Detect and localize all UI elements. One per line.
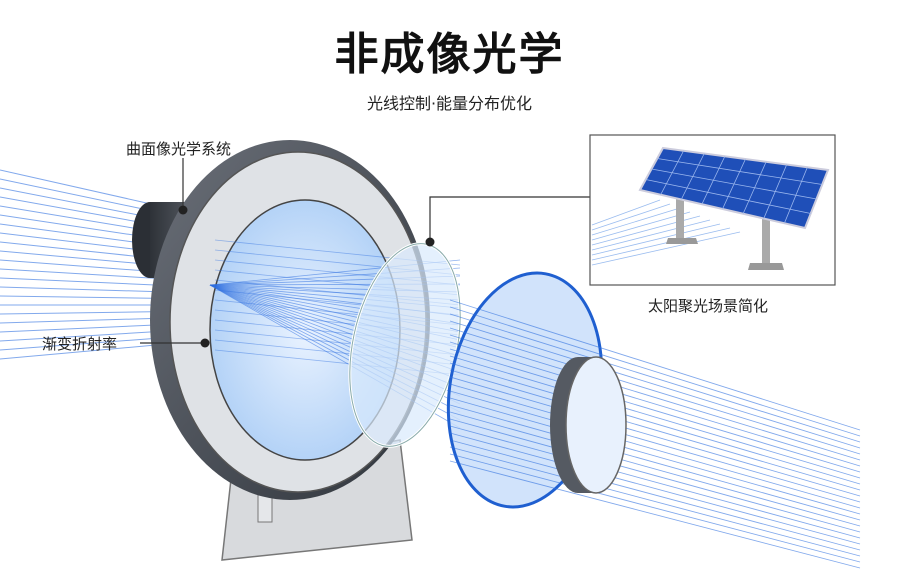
light-ray <box>449 327 861 455</box>
callout-dot <box>200 338 210 348</box>
output-cylinder <box>550 356 627 494</box>
light-ray <box>591 199 661 226</box>
light-ray <box>449 355 861 479</box>
light-ray <box>449 306 861 437</box>
light-ray <box>591 231 741 266</box>
page-title: 非成像光学 <box>334 29 565 80</box>
light-ray <box>449 453 861 563</box>
light-ray <box>449 376 861 497</box>
light-ray <box>449 383 861 503</box>
callout-dot <box>425 237 435 247</box>
label-solar-inset: 太阳聚光场景简化 <box>648 297 769 315</box>
light-ray <box>645 179 811 214</box>
light-ray <box>591 219 711 251</box>
light-ray <box>449 348 861 473</box>
light-ray <box>449 439 861 551</box>
light-ray <box>449 299 861 431</box>
light-ray <box>449 362 861 485</box>
light-ray <box>651 168 817 200</box>
label-curved-system: 曲面像光学系统 <box>126 140 232 158</box>
light-ray <box>449 418 861 533</box>
light-ray <box>591 223 721 256</box>
light-ray <box>449 334 861 461</box>
solar-panel <box>638 146 830 230</box>
light-ray <box>657 158 823 185</box>
light-ray <box>591 203 671 231</box>
light-ray <box>591 207 681 236</box>
light-ray <box>449 425 861 539</box>
light-ray <box>591 211 691 241</box>
light-ray <box>449 390 861 509</box>
page-subtitle: 光线控制·能量分布优化 <box>366 94 533 113</box>
leader-lines <box>140 158 590 344</box>
light-ray <box>449 320 861 449</box>
light-ray <box>449 397 861 515</box>
light-ray <box>449 369 861 491</box>
callout-dot <box>178 205 188 215</box>
light-ray <box>449 411 861 527</box>
light-ray <box>449 404 861 521</box>
light-ray <box>449 460 861 569</box>
outgoing-rays <box>449 299 861 569</box>
light-ray <box>591 227 731 261</box>
light-ray <box>449 313 861 443</box>
light-ray <box>449 432 861 545</box>
label-gradient-index: 渐变折射率 <box>42 335 118 353</box>
solar-inset <box>589 134 836 286</box>
light-ray <box>449 341 861 467</box>
light-ray <box>449 446 861 557</box>
